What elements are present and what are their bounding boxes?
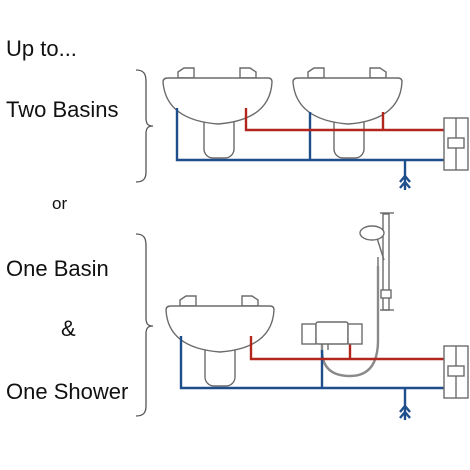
water-inlet-icon-bottom [399, 404, 411, 419]
basin-shower-scene [165, 212, 469, 420]
label-one-shower: One Shower [6, 379, 129, 404]
shower-icon [359, 212, 394, 311]
label-two-basins: Two Basins [6, 97, 119, 122]
water-heater-icon-top [443, 117, 469, 171]
label-one-basin: One Basin [6, 256, 109, 281]
cold-pipe-bottom [179, 336, 444, 420]
mixer-valve-icon [301, 321, 363, 350]
brace-top [135, 69, 154, 183]
label-ampersand: & [61, 316, 76, 341]
basin-2-icon [292, 67, 403, 125]
label-or: or [52, 194, 68, 213]
hot-pipe-top [244, 108, 444, 132]
label-up-to: Up to... [6, 36, 77, 61]
water-heater-icon-bottom [443, 345, 469, 399]
water-inlet-icon-top [399, 174, 411, 189]
basin-1-icon [162, 67, 273, 125]
basin-3-icon [165, 295, 275, 353]
brace-bottom [135, 233, 154, 417]
two-basins-scene [162, 67, 469, 190]
